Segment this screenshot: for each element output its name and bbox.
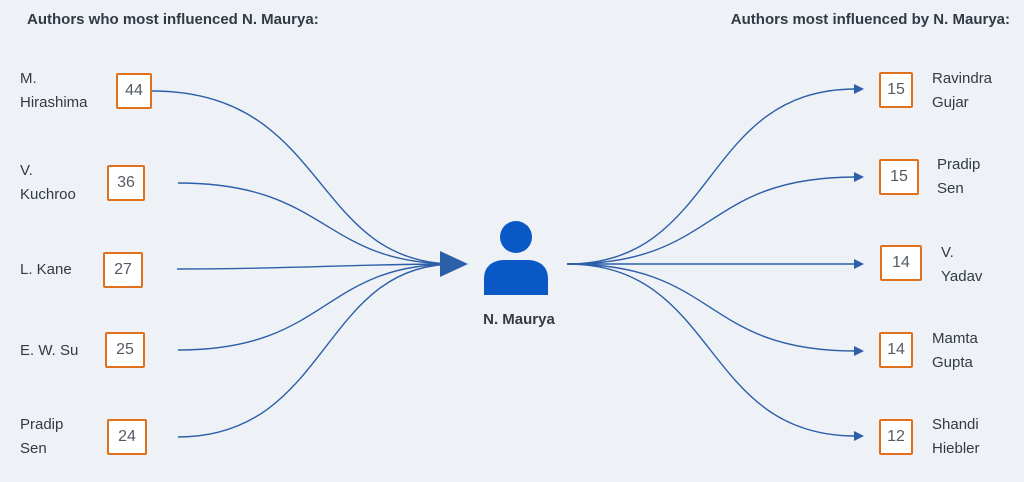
edge-influencer-5 (177, 263, 456, 438)
influenced-heading: Authors most influenced by N. Maurya: (730, 11, 1010, 28)
arrowhead-influenced-1 (854, 84, 864, 94)
arrowhead-influenced-4 (854, 346, 864, 356)
center-author-avatar[interactable] (479, 219, 553, 302)
influenced-count-4: 14 (879, 332, 913, 368)
edge-influencer-3 (176, 263, 456, 270)
edge-influencer-2 (177, 182, 456, 265)
edge-influenced-5 (566, 263, 857, 437)
influenced-count-1: 15 (879, 72, 913, 108)
influencer-name-1[interactable]: M. Hirashima (20, 70, 88, 111)
influencer-count-2: 36 (107, 165, 145, 201)
influencer-name-5[interactable]: Pradip Sen (20, 416, 64, 457)
user-icon (484, 221, 548, 295)
influencers-heading: Authors who most influenced N. Maurya: (27, 11, 319, 28)
influenced-name-5[interactable]: Shandi Hiebler (932, 416, 980, 457)
arrowhead-influenced-3 (854, 259, 864, 269)
influenced-count-5: 12 (879, 419, 913, 455)
influenced-count-2: 15 (879, 159, 919, 195)
edge-influencer-4 (177, 263, 456, 351)
influencer-count-3: 27 (103, 252, 143, 288)
arrowhead-influenced-5 (854, 431, 864, 441)
influencer-count-4: 25 (105, 332, 145, 368)
edge-influenced-2 (566, 176, 857, 265)
center-author-name[interactable]: N. Maurya (483, 311, 555, 328)
influenced-name-4[interactable]: Mamta Gupta (932, 330, 978, 371)
arrowhead-influenced-2 (854, 172, 864, 182)
influenced-name-2[interactable]: Pradip Sen (937, 156, 981, 197)
edge-influenced-1 (566, 88, 857, 265)
influenced-name-3[interactable]: V. Yadav (941, 244, 983, 285)
influencer-name-3[interactable]: L. Kane (20, 261, 72, 278)
influenced-count-3: 14 (880, 245, 922, 281)
influencer-name-4[interactable]: E. W. Su (20, 342, 79, 359)
influencer-count-1: 44 (116, 73, 152, 109)
edge-influenced-4 (566, 263, 857, 352)
influencer-count-5: 24 (107, 419, 147, 455)
influenced-name-1[interactable]: Ravindra Gujar (932, 70, 993, 111)
center-arrowhead (440, 251, 468, 277)
edge-influencer-1 (151, 90, 456, 265)
influencer-name-2[interactable]: V. Kuchroo (20, 162, 76, 203)
